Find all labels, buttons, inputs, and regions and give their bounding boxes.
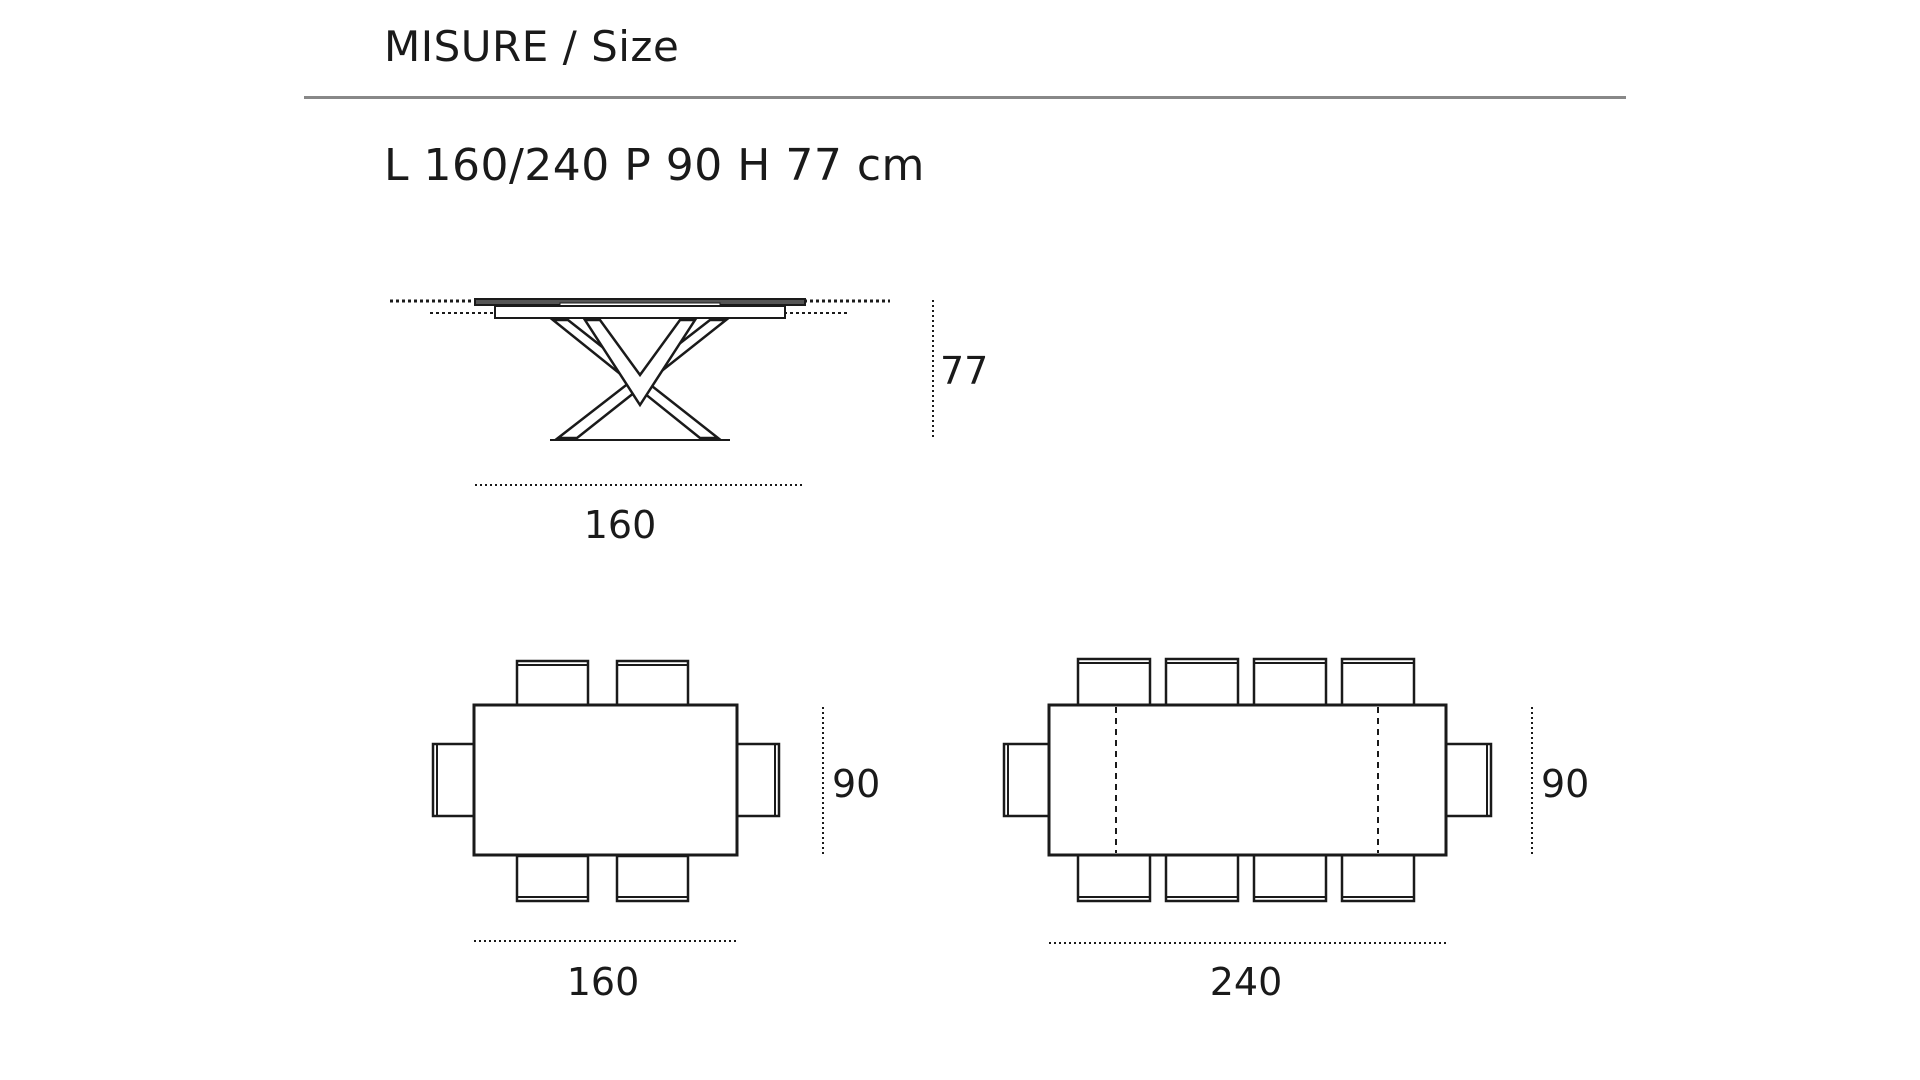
table-plan-160 (431, 659, 781, 903)
plan-160-width-dimension: 160 (474, 940, 737, 1004)
elevation-width-label: 160 (584, 503, 657, 547)
elevation-height-dimension: 77 (932, 300, 988, 440)
plan-160-depth-dimension: 90 (822, 707, 880, 855)
elevation-height-label: 77 (940, 349, 988, 393)
table-elevation (390, 298, 890, 441)
elevation-width-dimension: 160 (475, 484, 805, 547)
dimensions-summary: L 160/240 P 90 H 77 cm (384, 140, 925, 191)
table-plan-240 (1002, 657, 1493, 903)
section-title: MISURE / Size (384, 22, 680, 71)
title-divider (304, 96, 1626, 99)
plan-240-width-label: 240 (1210, 960, 1283, 1004)
plan-160-width-label: 160 (567, 960, 640, 1004)
plan-160-depth-label: 90 (832, 762, 880, 806)
plan-240-depth-dimension: 90 (1531, 707, 1589, 855)
plan-240-depth-label: 90 (1541, 762, 1589, 806)
plan-240-width-dimension: 240 (1049, 942, 1446, 1004)
